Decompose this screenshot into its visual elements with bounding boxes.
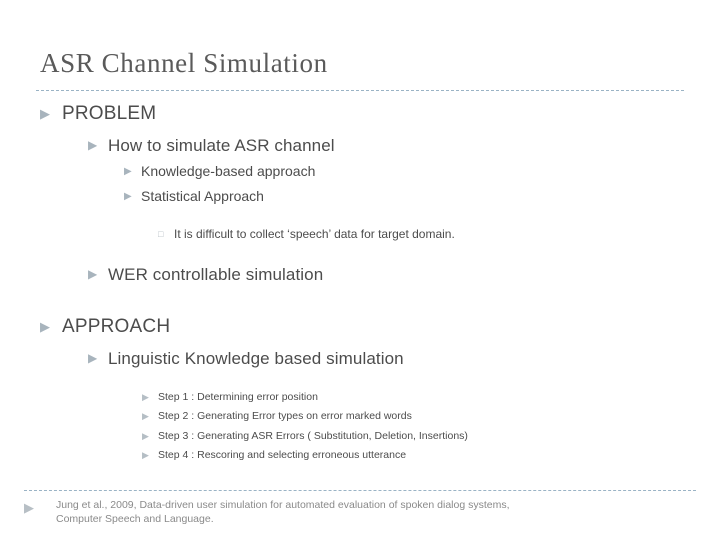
list-item: □ It is difficult to collect ‘speech’ da…	[36, 227, 686, 242]
content-list: ▶ PROBLEM ▶ How to simulate ASR channel …	[36, 100, 686, 462]
square-bullet-icon: □	[158, 229, 164, 239]
list-item: ▶ Step 2 : Generating Error types on err…	[36, 410, 686, 423]
arrow-bullet-icon: ▶	[40, 106, 50, 121]
arrow-bullet-icon: ▶	[142, 430, 149, 441]
footer-divider	[24, 490, 696, 491]
arrow-bullet-icon: ▶	[88, 267, 98, 281]
citation-line-1: Jung et al., 2009, Data-driven user simu…	[56, 499, 510, 511]
citation-text: Jung et al., 2009, Data-driven user simu…	[56, 498, 696, 526]
list-item-label: Step 3 : Generating ASR Errors ( Substit…	[158, 429, 468, 442]
list-item: ▶ Linguistic Knowledge based simulation	[36, 348, 686, 369]
title-divider	[36, 90, 684, 91]
arrow-bullet-icon: ▶	[142, 411, 149, 422]
list-item-label: APPROACH	[62, 316, 171, 338]
list-item-label: Knowledge-based approach	[141, 163, 316, 179]
list-item: ▶ PROBLEM	[36, 102, 686, 126]
footer-citation: ▶ Jung et al., 2009, Data-driven user si…	[24, 498, 696, 526]
list-item: ▶ Knowledge-based approach	[36, 163, 686, 181]
list-item-label: Step 4 : Rescoring and selecting erroneo…	[158, 448, 407, 461]
arrow-bullet-icon: ▶	[88, 351, 98, 365]
list-item-label: How to simulate ASR channel	[108, 135, 335, 155]
list-item-label: Statistical Approach	[141, 187, 264, 204]
list-item-label: Step 1 : Determining error position	[158, 391, 318, 404]
arrow-bullet-icon: ▶	[124, 190, 132, 202]
citation-line-2: Computer Speech and Language.	[56, 513, 214, 526]
arrow-bullet-icon: ▶	[24, 500, 34, 515]
list-item-label: WER controllable simulation	[108, 265, 324, 284]
list-item: ▶ Step 1 : Determining error position	[36, 391, 686, 404]
list-item-label: Linguistic Knowledge based simulation	[108, 349, 404, 368]
list-item: ▶ WER controllable simulation	[36, 264, 686, 285]
arrow-bullet-icon: ▶	[88, 137, 98, 152]
arrow-bullet-icon: ▶	[142, 392, 149, 403]
list-item: ▶ Step 4 : Rescoring and selecting erron…	[36, 449, 686, 462]
page-title: ASR Channel Simulation	[40, 48, 328, 78]
arrow-bullet-icon: ▶	[124, 166, 132, 177]
list-item-label: PROBLEM	[62, 103, 157, 124]
arrow-bullet-icon: ▶	[142, 449, 149, 460]
list-item: ▶ APPROACH	[36, 315, 686, 339]
list-item: ▶ Statistical Approach	[36, 188, 686, 206]
list-item-label: Step 2 : Generating Error types on error…	[158, 410, 412, 423]
list-item: ▶ Step 3 : Generating ASR Errors ( Subst…	[36, 430, 686, 443]
list-item-label: It is difficult to collect ‘speech’ data…	[174, 227, 455, 241]
list-item: ▶ How to simulate ASR channel	[36, 135, 686, 156]
arrow-bullet-icon: ▶	[40, 319, 50, 335]
